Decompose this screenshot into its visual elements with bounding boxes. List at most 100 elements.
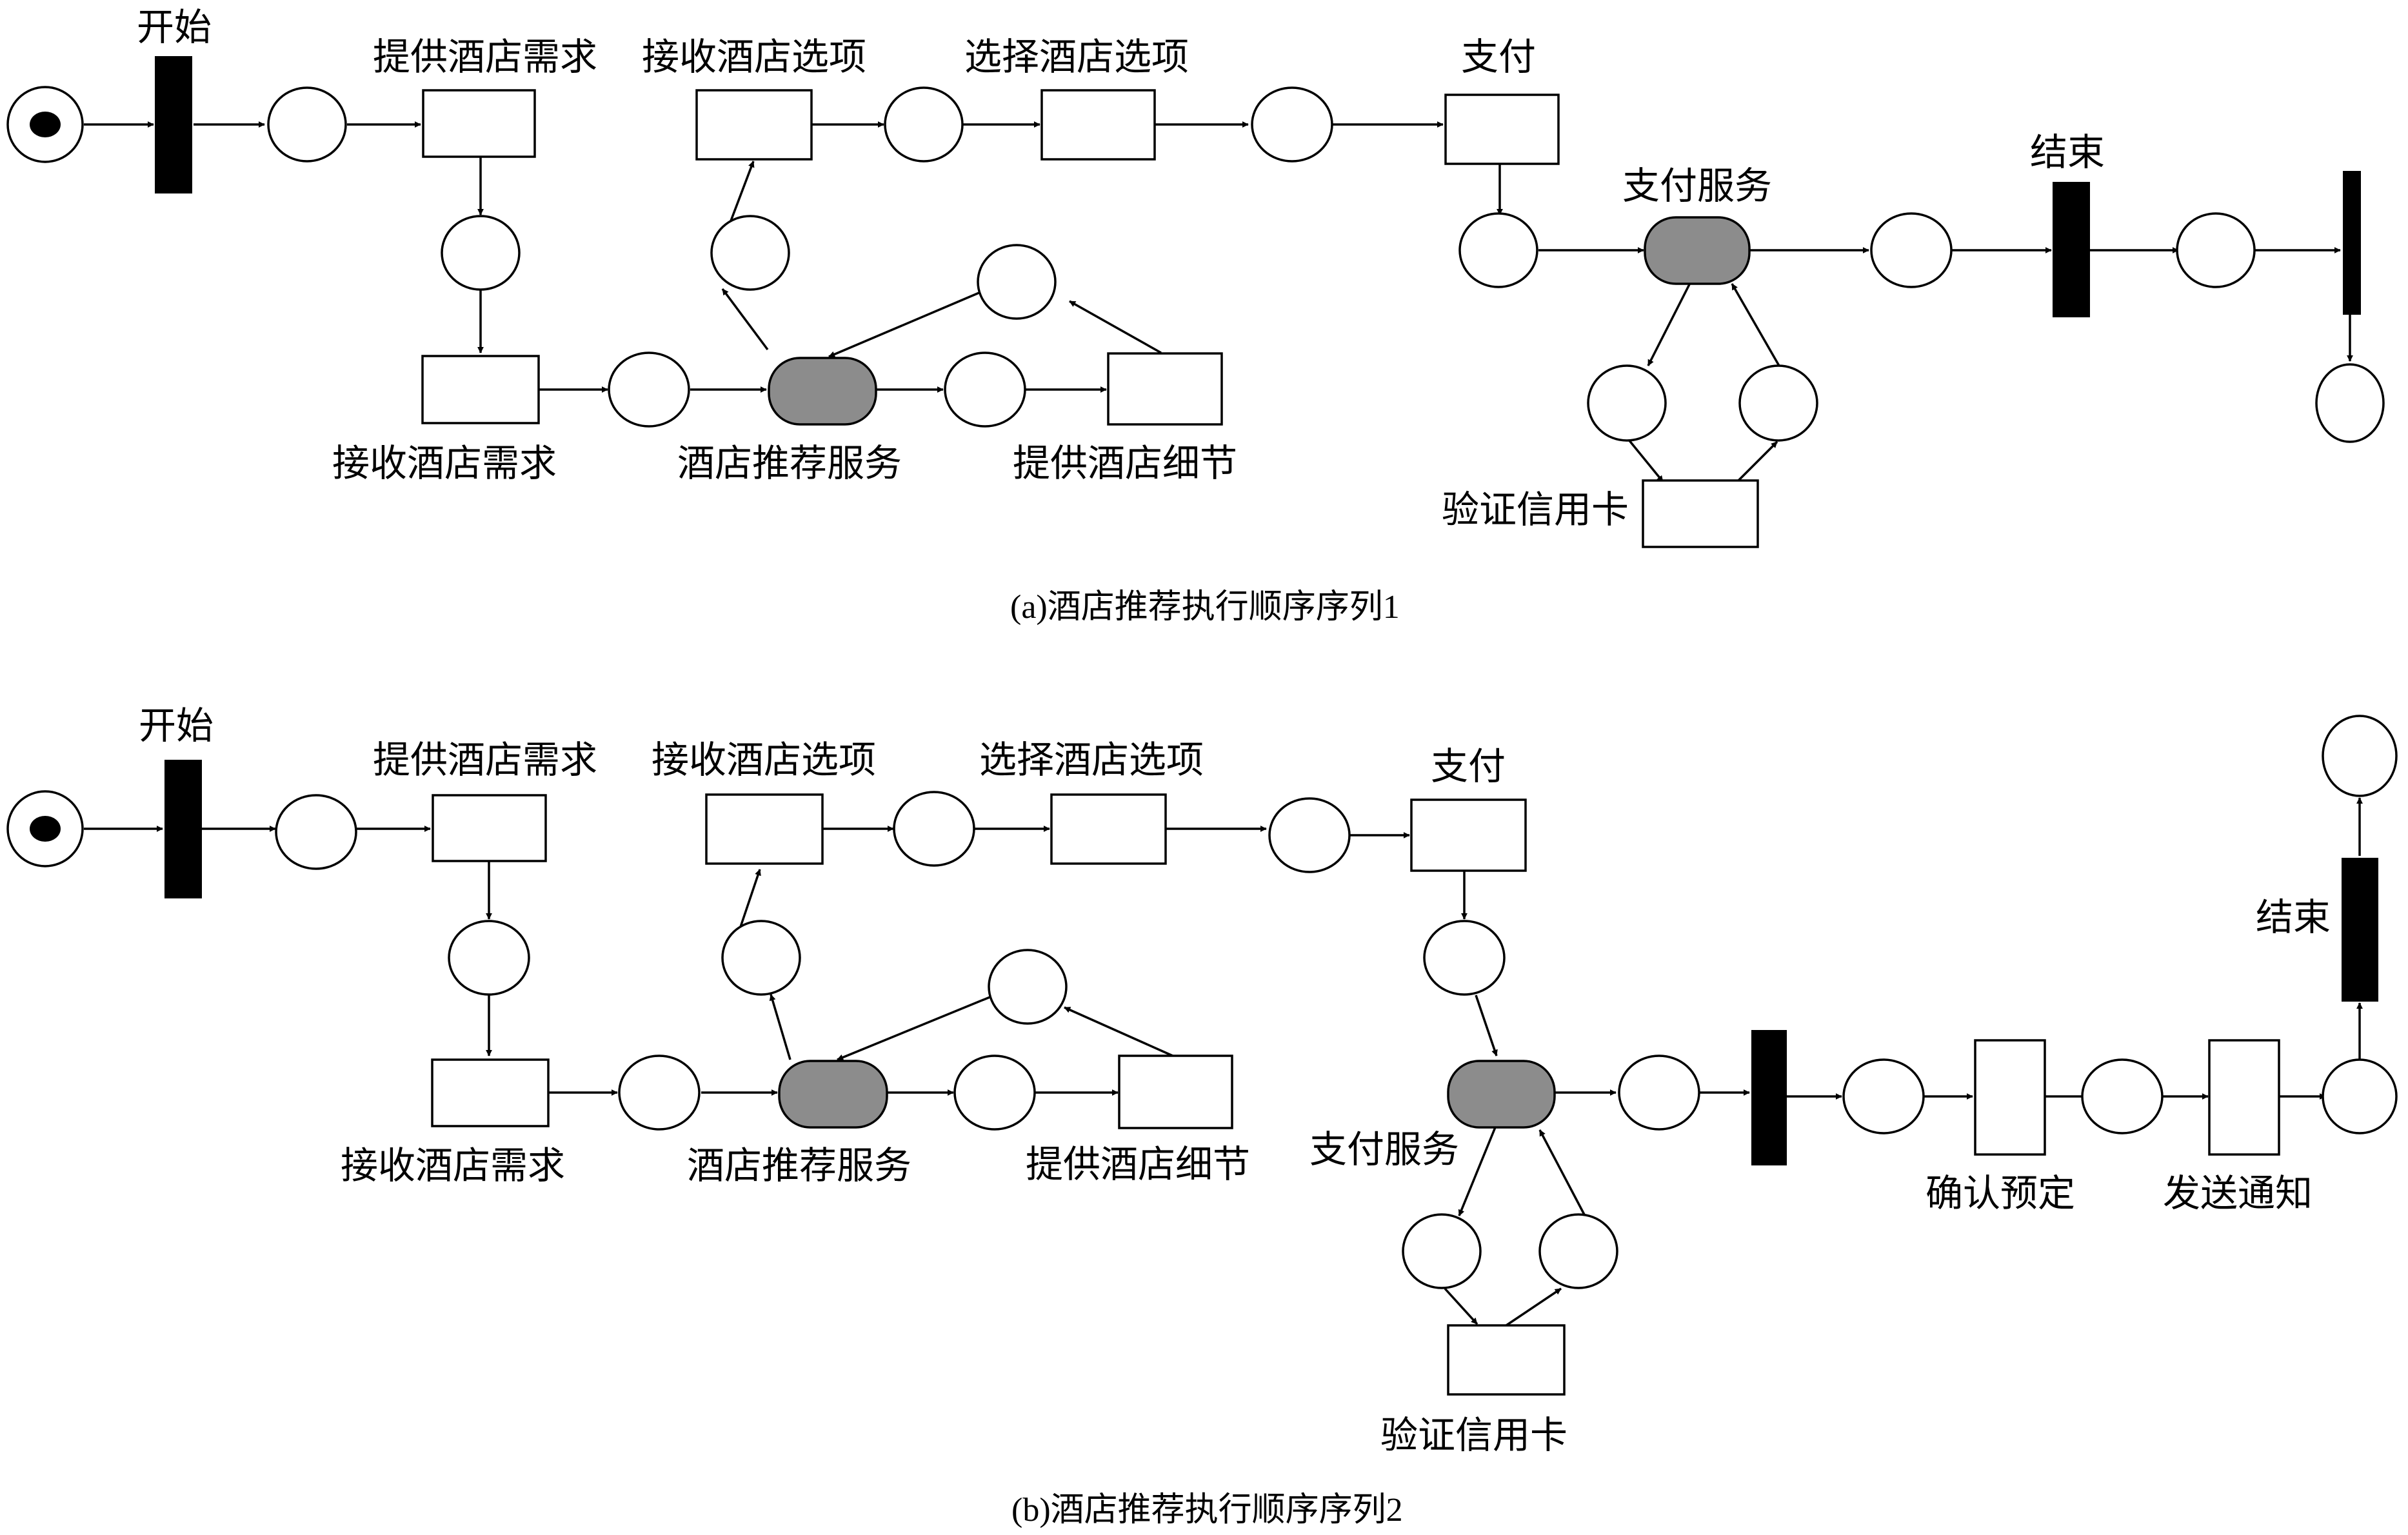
- transition-receive-hotel-options: [695, 89, 813, 161]
- place: [1251, 86, 1333, 163]
- diagram-a: 开始 提供酒店需求 接收酒店选项 选择酒店选项 支付 支付服务 结束 接收酒店需…: [6, 5, 2385, 626]
- label-payment-service: 支付服务: [1309, 1127, 1459, 1171]
- place: [977, 244, 1057, 320]
- place: [1423, 920, 1506, 996]
- place: [275, 794, 357, 870]
- transition-verify-credit-card: [1447, 1324, 1566, 1396]
- place: [2322, 1058, 2398, 1134]
- place: [2315, 363, 2385, 443]
- place: [2081, 1058, 2164, 1134]
- place: [884, 86, 964, 163]
- place: [267, 86, 347, 163]
- label-select-hotel-option: 选择酒店选项: [979, 738, 1204, 782]
- arc: [721, 288, 769, 351]
- start-transition-bar: [164, 760, 202, 898]
- caption-a: (a)酒店推荐执行顺序序列1: [1010, 589, 1400, 626]
- place: [893, 791, 975, 867]
- place: [988, 949, 1068, 1025]
- label-pay: 支付: [1461, 35, 1536, 79]
- transition-receive-hotel-request: [421, 355, 540, 424]
- place: [1268, 797, 1351, 873]
- place: [448, 920, 530, 996]
- transition-send-notification: [2208, 1039, 2280, 1156]
- start-place-with-token: [6, 790, 84, 867]
- arc: [1506, 1287, 1562, 1327]
- label-hotel-recommend-service: 酒店推荐服务: [687, 1144, 911, 1187]
- label-receive-hotel-request: 接收酒店需求: [341, 1144, 565, 1187]
- place: [1842, 1058, 1925, 1134]
- label-receive-hotel-request: 接收酒店需求: [332, 441, 557, 485]
- end-transition-bar: [2053, 182, 2090, 317]
- arc: [1069, 300, 1162, 354]
- label-pay: 支付: [1431, 744, 1506, 788]
- arc: [1475, 995, 1498, 1056]
- transition-provide-hotel-details: [1118, 1055, 1233, 1129]
- transition-provide-hotel-details: [1107, 352, 1223, 426]
- place: [1538, 1213, 1618, 1289]
- label-end: 结束: [2030, 130, 2105, 174]
- label-start: 开始: [139, 704, 214, 748]
- diagram-b: 开始 提供酒店需求 接收酒店选项 选择酒店选项 支付 支付服务 结束 接收酒店需…: [6, 704, 2398, 1529]
- diagram-a-edges: [84, 121, 2353, 483]
- caption-b: (b)酒店推荐执行顺序序列2: [1011, 1492, 1403, 1529]
- label-provide-hotel-details: 提供酒店细节: [1026, 1142, 1250, 1186]
- label-provide-hotel-request: 提供酒店需求: [373, 738, 597, 782]
- start-transition-bar: [155, 56, 192, 193]
- label-receive-hotel-options: 接收酒店选项: [652, 738, 876, 782]
- label-hotel-recommend-service: 酒店推荐服务: [677, 441, 902, 485]
- arc: [828, 291, 981, 358]
- transition-provide-hotel-request: [422, 89, 536, 158]
- label-start: 开始: [137, 5, 212, 49]
- label-send-notification: 发送通知: [2163, 1171, 2313, 1215]
- transition-receive-hotel-options: [705, 793, 824, 865]
- place: [2176, 212, 2256, 288]
- arc: [837, 995, 992, 1061]
- label-select-hotel-option: 选择酒店选项: [964, 35, 1189, 79]
- arc: [1627, 439, 1664, 483]
- arc: [1736, 441, 1778, 483]
- transition-verify-credit-card: [1642, 479, 1759, 548]
- place: [710, 215, 790, 291]
- label-confirm-booking: 确认预定: [1925, 1171, 2075, 1215]
- label-end: 结束: [2256, 895, 2331, 939]
- transition-pay: [1444, 94, 1560, 165]
- start-place-with-token: [6, 86, 84, 163]
- hotel-recommend-service-node: [778, 1060, 888, 1129]
- place: [1618, 1055, 1700, 1131]
- transition-bar: [1751, 1030, 1787, 1165]
- place: [441, 215, 521, 291]
- place: [1738, 364, 1818, 442]
- place: [618, 1055, 701, 1131]
- place: [721, 920, 801, 996]
- place: [1402, 1213, 1482, 1289]
- arc: [1538, 1129, 1586, 1216]
- transition-pay: [1410, 798, 1527, 872]
- arc: [739, 869, 761, 927]
- arc: [1458, 1127, 1497, 1216]
- arc: [769, 994, 791, 1060]
- transition-provide-hotel-request: [432, 794, 547, 862]
- arc: [1647, 280, 1693, 366]
- payment-service-node: [1644, 216, 1751, 285]
- place: [944, 352, 1026, 428]
- place: [1587, 364, 1667, 442]
- arc: [1444, 1287, 1478, 1325]
- payment-service-node: [1447, 1060, 1556, 1129]
- label-payment-service: 支付服务: [1622, 164, 1772, 208]
- label-verify-credit-card: 验证信用卡: [1442, 488, 1629, 531]
- label-verify-credit-card: 验证信用卡: [1380, 1413, 1567, 1457]
- label-receive-hotel-options: 接收酒店选项: [642, 35, 866, 79]
- arc: [1064, 1006, 1173, 1057]
- arc: [729, 161, 755, 223]
- label-provide-hotel-request: 提供酒店需求: [373, 35, 597, 79]
- place: [1870, 212, 1953, 288]
- place: [608, 352, 690, 428]
- transition-confirm-booking: [1974, 1039, 2046, 1156]
- end-transition-bar: [2342, 858, 2378, 1002]
- transition-receive-hotel-request: [431, 1058, 550, 1127]
- place: [1458, 212, 1538, 288]
- transition-bar: [2343, 171, 2361, 315]
- hotel-recommend-service-node: [768, 357, 877, 426]
- place: [953, 1055, 1036, 1131]
- transition-select-hotel-option: [1040, 89, 1156, 161]
